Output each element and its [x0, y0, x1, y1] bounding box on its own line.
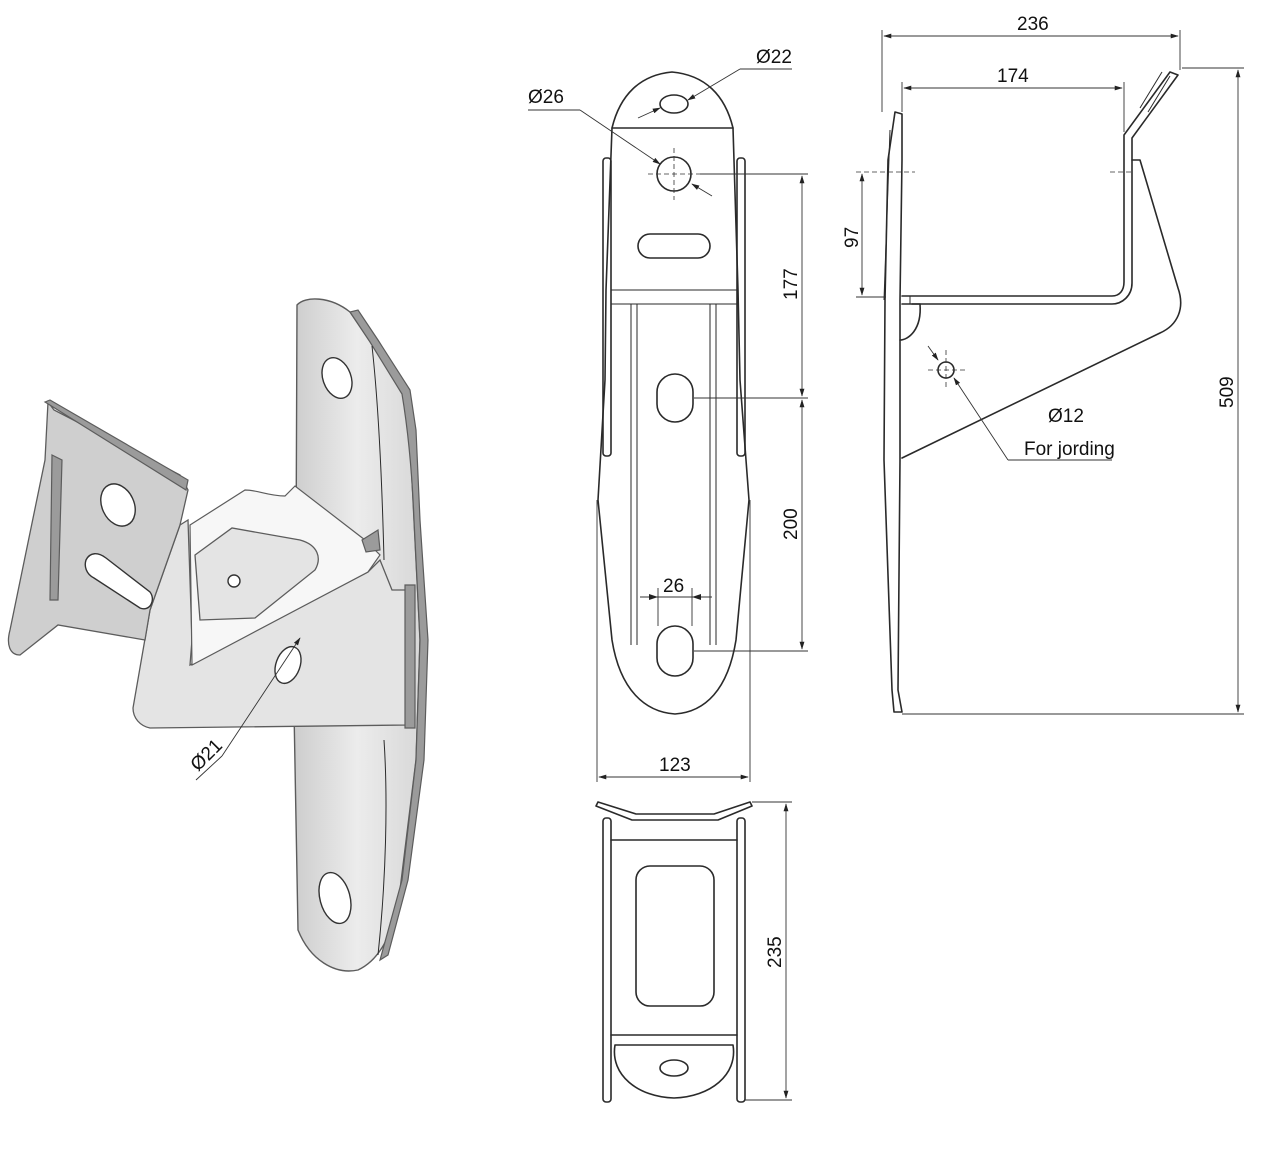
iso-hole-leader-tail: [195, 755, 223, 781]
front-dim-total-width: 123: [659, 755, 691, 776]
side-grounding-leader: [953, 377, 1009, 461]
side-dim-arm-length: 174: [997, 66, 1029, 87]
iso-left-flange-edge: [43, 399, 189, 491]
bottom-dim-height: 235: [765, 936, 786, 968]
side-view: Ø12 For jording 236 174 97 509: [842, 14, 1244, 715]
iso-arm-opening: [194, 527, 319, 621]
side-dim-total-width: 236: [1017, 14, 1049, 35]
iso-left-flange-slot: [84, 553, 154, 610]
bottom-top-lip: [595, 801, 753, 821]
side-gusset: [901, 159, 1182, 459]
iso-right-gusset-edge: [404, 584, 416, 729]
iso-back-plate-bottom-hole: [318, 871, 352, 925]
side-grounding-note: For jording: [1024, 439, 1115, 460]
iso-arm-notch: [361, 528, 381, 553]
front-dim-slot-width: 26: [663, 576, 684, 597]
front-slot-bottom: [656, 625, 694, 677]
iso-back-plate-top-hole: [321, 356, 353, 400]
side-dim-arm-height: 97: [842, 227, 863, 248]
front-dim-upper-height: 177: [781, 268, 802, 300]
bottom-view: 235: [595, 801, 792, 1103]
side-grounding-leader2: [927, 345, 939, 361]
front-slot-middle: [656, 373, 694, 423]
isometric-view: Ø21: [7, 298, 429, 972]
side-gusset-bottom: [899, 303, 921, 341]
bottom-opening: [635, 865, 715, 1007]
iso-hole-label: Ø21: [187, 735, 227, 775]
side-grounding-hole-label: Ø12: [1048, 406, 1084, 427]
front-left-flange: [602, 157, 612, 457]
front-top-hole: [659, 94, 689, 114]
bottom-right-flange: [736, 817, 746, 1103]
bottom-left-flange: [602, 817, 612, 1103]
bottom-tab: [613, 1044, 735, 1099]
iso-gusset-hole: [274, 645, 302, 685]
front-top-hole-leader: [687, 68, 741, 101]
front-plate-outline: [597, 71, 750, 715]
iso-hole-leader: [221, 637, 301, 757]
side-arm-tip-hatch1: [1139, 71, 1163, 109]
side-dim-total-height: 509: [1217, 376, 1238, 408]
front-center-hole-leader: [579, 109, 661, 165]
front-slot-horizontal: [637, 233, 711, 259]
front-top-hole-label: Ø22: [756, 47, 792, 68]
front-center-hole-leader2: [691, 183, 713, 197]
front-view: Ø22 Ø26 177 200 26 123: [528, 47, 808, 782]
iso-back-plate-edge: [349, 309, 429, 962]
iso-left-flange-hole: [100, 483, 136, 527]
side-back-plate: [883, 111, 903, 713]
iso-left-flange-fold: [49, 454, 63, 601]
front-dim-lower-height: 200: [781, 508, 802, 540]
front-top-hole-leader2: [637, 107, 661, 119]
front-center-hole-label: Ø26: [528, 87, 564, 108]
iso-arm-small-hole: [227, 574, 241, 588]
side-back-plate-inner: [883, 129, 891, 301]
iso-back-plate-bend: [371, 345, 387, 956]
front-right-flange: [736, 157, 746, 457]
side-arm-tip-hatch2: [1147, 75, 1171, 113]
side-arm: [901, 71, 1179, 305]
bottom-tab-hole: [659, 1059, 689, 1077]
